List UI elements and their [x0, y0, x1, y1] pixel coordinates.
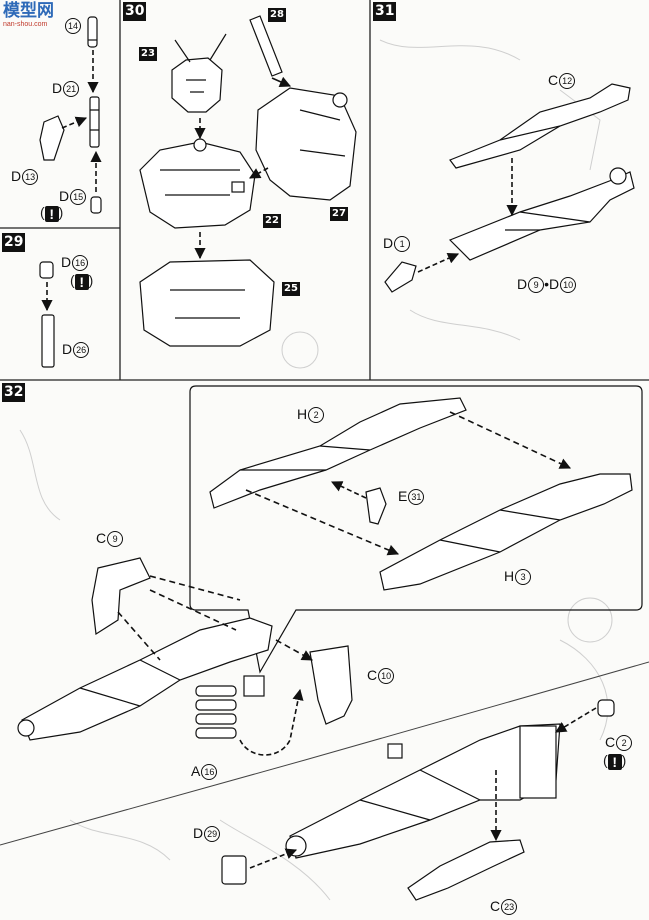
exclamation-icon: !	[44, 206, 59, 222]
site-watermark-logo: 模型网 nan-shou.com	[3, 2, 85, 32]
exclamation-icon: !	[74, 274, 89, 290]
step28-parts	[39, 16, 102, 214]
part-number-25: 25	[282, 282, 300, 296]
step32-parts	[17, 397, 633, 901]
bleed-through	[19, 39, 613, 901]
step31-arrows	[417, 158, 518, 273]
part-number-23: 23	[139, 47, 157, 61]
label-d14: 14	[64, 17, 81, 34]
step-number-29: 29	[2, 233, 26, 252]
step30-arrows	[194, 76, 292, 260]
panel-grid	[0, 0, 649, 381]
step30-parts	[139, 15, 357, 347]
step-number-31: 31	[373, 2, 397, 21]
part-number-27: 27	[330, 207, 348, 221]
warning-mark-d16: (!)	[70, 272, 94, 290]
site-watermark-text: 模型网	[3, 1, 54, 21]
warning-mark-c2: (!)	[603, 752, 627, 770]
exclamation-icon: !	[607, 754, 622, 770]
part-number-22: 22	[263, 214, 281, 228]
subpanel-divider	[0, 661, 649, 846]
step-number-32: 32	[2, 383, 26, 402]
step31-parts	[384, 83, 635, 293]
step29-parts	[39, 261, 55, 368]
callout-box	[189, 385, 643, 674]
step28-arrows	[61, 50, 102, 192]
step-number-30: 30	[123, 2, 147, 21]
site-watermark-domain: nan-shou.com	[3, 21, 48, 28]
part-number-28: 28	[268, 8, 286, 22]
step32-arrows	[117, 411, 597, 869]
warning-mark-d15: (!)	[40, 204, 64, 222]
